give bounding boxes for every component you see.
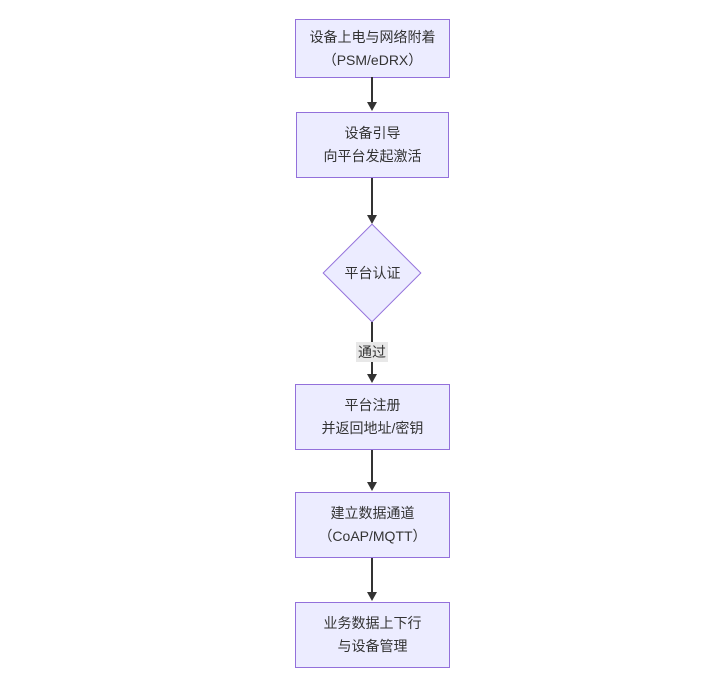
edge-bootstrap-to-auth	[371, 178, 373, 216]
node-data-channel: 建立数据通道 （CoAP/MQTT）	[295, 492, 450, 558]
arrowhead-icon	[367, 215, 377, 224]
node-business-data-line1: 业务数据上下行	[323, 615, 422, 631]
node-bootstrap: 设备引导 向平台发起激活	[296, 112, 449, 178]
arrowhead-icon	[367, 374, 377, 383]
node-bootstrap-line1: 设备引导	[344, 125, 401, 141]
node-power-attach: 设备上电与网络附着 （PSM/eDRX）	[295, 19, 450, 78]
edge-channel-to-business	[371, 558, 373, 593]
edge-label-pass: 通过	[356, 342, 388, 362]
node-business-data: 业务数据上下行 与设备管理	[295, 602, 450, 668]
node-platform-register-line2: 并返回地址/密钥	[321, 420, 424, 436]
decision-platform-auth-label: 平台认证	[344, 265, 401, 281]
arrowhead-icon	[367, 482, 377, 491]
node-power-attach-line1: 设备上电与网络附着	[309, 28, 436, 45]
edge-register-to-channel	[371, 450, 373, 483]
node-data-channel-line1: 建立数据通道	[330, 505, 415, 521]
node-business-data-line2: 与设备管理	[337, 638, 408, 654]
node-data-channel-line2: （CoAP/MQTT）	[318, 528, 427, 544]
node-platform-register-line1: 平台注册	[344, 397, 401, 413]
edge-power-to-bootstrap	[371, 77, 373, 103]
arrowhead-icon	[367, 592, 377, 601]
node-power-attach-line2: （PSM/eDRX）	[322, 51, 423, 68]
node-bootstrap-line2: 向平台发起激活	[323, 148, 422, 164]
node-platform-register: 平台注册 并返回地址/密钥	[295, 384, 450, 450]
arrowhead-icon	[367, 102, 377, 111]
